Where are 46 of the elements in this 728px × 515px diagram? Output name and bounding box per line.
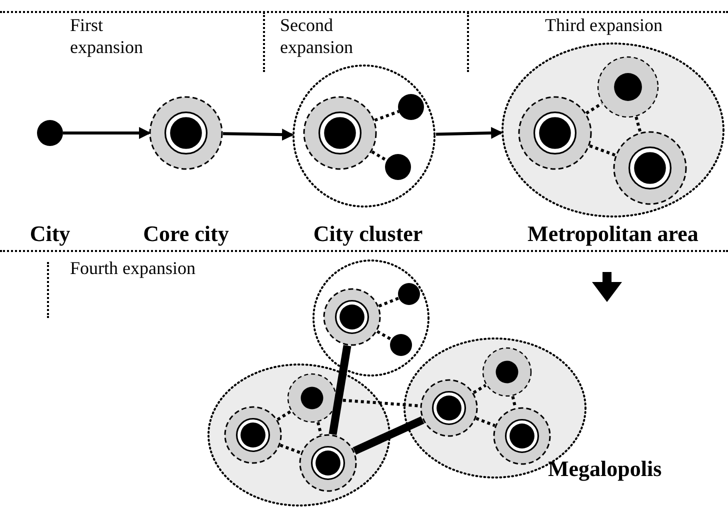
core-city-circle — [224, 406, 282, 464]
sub-center-circle — [287, 373, 337, 423]
core-city-circle — [303, 96, 377, 170]
stage-heading: Fourth expansion — [70, 257, 196, 279]
city-dot — [385, 154, 411, 180]
stage-caption: Core city — [143, 220, 229, 248]
core-city-circle — [299, 434, 357, 492]
metropolitan-area-ellipse — [207, 363, 391, 507]
stage-heading: First expansion — [70, 14, 144, 58]
stage-caption: Metropolitan area — [528, 220, 698, 248]
link-line — [589, 144, 616, 157]
link-line — [316, 422, 323, 436]
link-line — [328, 344, 352, 436]
link-line — [378, 296, 400, 308]
stage-caption: City — [30, 220, 70, 248]
link-line — [376, 330, 392, 341]
link-line — [511, 396, 517, 408]
stage-heading: Second expansion — [280, 14, 354, 58]
link-line — [634, 116, 642, 133]
link-line — [586, 102, 603, 115]
city-dot — [398, 283, 420, 305]
arrow — [222, 128, 294, 141]
link-line — [472, 384, 487, 394]
core-city-circle — [420, 379, 478, 437]
sub-center-circle — [597, 56, 659, 118]
link-line — [276, 410, 292, 421]
core-city-circle — [518, 96, 592, 170]
metropolitan-area-ellipse — [501, 42, 725, 218]
link-line — [476, 416, 496, 428]
link-line — [371, 150, 388, 162]
stage-caption: City cluster — [313, 220, 423, 248]
arrow — [436, 126, 504, 139]
sub-center-circle — [482, 347, 532, 397]
core-city-circle — [323, 288, 381, 346]
stage-heading: Third expansion — [545, 14, 664, 36]
stage-caption: Megalopolis — [548, 455, 663, 483]
link-line — [280, 444, 302, 454]
city-dot — [390, 334, 412, 356]
link-line — [352, 416, 424, 455]
city-cluster-circle — [292, 64, 436, 208]
link-line — [374, 110, 400, 122]
city-dot — [398, 94, 424, 120]
core-city-circle — [613, 131, 687, 205]
city-dot — [37, 120, 63, 146]
arrow — [63, 127, 151, 139]
core-city-circle — [149, 96, 223, 170]
